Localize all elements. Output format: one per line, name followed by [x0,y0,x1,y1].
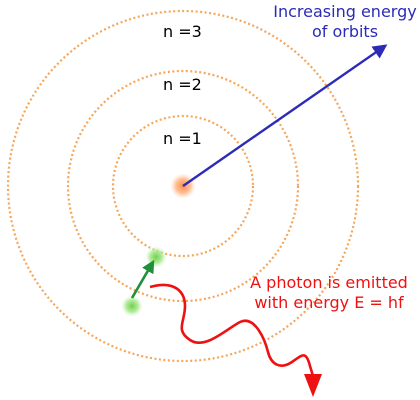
photon-label-line1: A photon is emitted [250,273,408,292]
orbit-n1 [111,114,255,258]
electron-upper [145,246,167,268]
transition-arrow [130,259,155,299]
photon-arrowhead [304,374,322,397]
energy-label-line1: Increasing energy [273,2,416,21]
photon-wave [149,283,315,377]
energy-arrow [182,44,388,187]
orbit-n2 [66,69,300,303]
energy-label-line2: of orbits [312,22,378,41]
orbit-label-n3: n =3 [163,22,202,41]
photon-label-line2: with energy E = hf [254,293,404,312]
orbit-n3 [6,9,360,363]
orbit-label-n1: n =1 [163,129,202,148]
electron-lower [121,295,143,317]
orbit-label-n2: n =2 [163,75,202,94]
